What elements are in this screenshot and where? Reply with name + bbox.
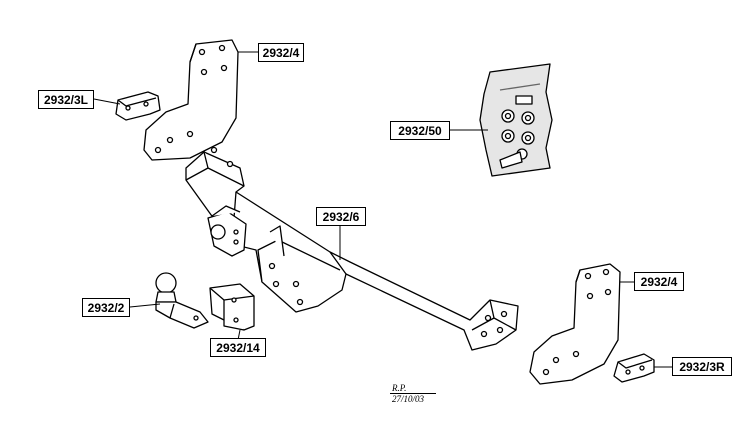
drawing-stamp: R.P. 27/10/03 bbox=[390, 383, 436, 404]
side-bracket-left-part bbox=[143, 39, 239, 161]
callout-crossbar: 2932/6 bbox=[316, 207, 366, 226]
fixing-kit-bag-part bbox=[479, 63, 553, 177]
spacer-plate-part bbox=[209, 283, 255, 331]
angle-bracket-right-part bbox=[613, 353, 655, 383]
tow-ball-part bbox=[155, 272, 209, 329]
stamp-initials: R.P. bbox=[390, 383, 436, 394]
crossbar-part bbox=[185, 146, 519, 351]
callout-side-bracket-right: 2932/4 bbox=[634, 272, 684, 291]
callout-spacer-plate: 2932/14 bbox=[210, 338, 266, 357]
stamp-date: 27/10/03 bbox=[392, 394, 425, 404]
side-bracket-right-part bbox=[529, 263, 621, 385]
angle-bracket-left-part bbox=[115, 91, 161, 121]
callout-angle-bracket-left: 2932/3L bbox=[38, 90, 94, 109]
callout-side-bracket-top: 2932/4 bbox=[258, 43, 304, 62]
callout-tow-ball: 2932/2 bbox=[82, 298, 130, 317]
callout-fixing-kit: 2932/50 bbox=[390, 121, 450, 140]
callout-angle-bracket-right: 2932/3R bbox=[672, 357, 732, 376]
